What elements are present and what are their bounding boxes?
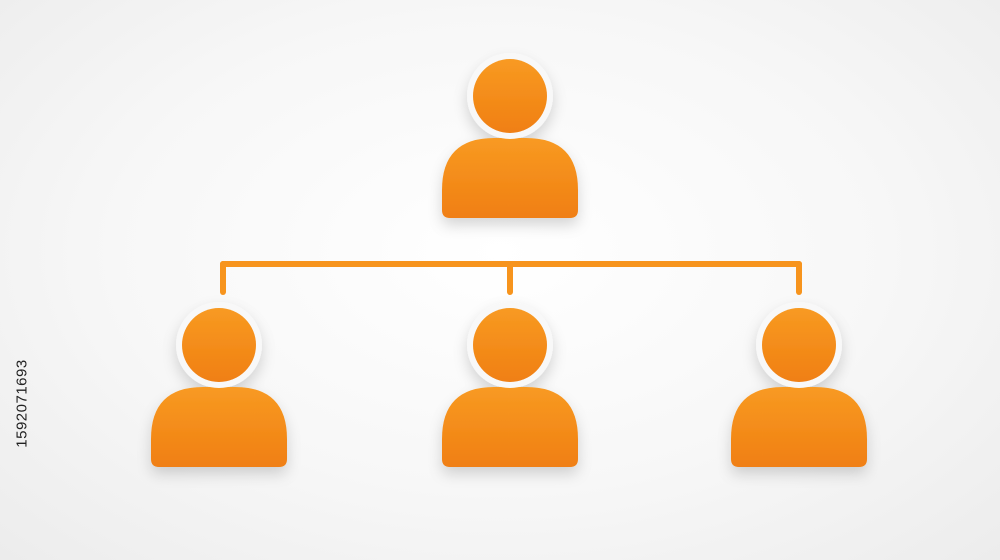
person-icon-root	[442, 53, 578, 218]
stock-id-text: 1592071693	[13, 358, 31, 448]
person-icon-child-left	[151, 302, 287, 467]
people-group	[151, 53, 867, 467]
person-icon-root-body	[442, 138, 578, 218]
person-icon-child-center	[442, 302, 578, 467]
stock-id-watermark: 1592071693	[8, 318, 36, 488]
person-icon-child-center-head	[473, 308, 547, 382]
person-icon-child-left-body	[151, 387, 287, 467]
person-icon-child-right-body	[731, 387, 867, 467]
person-icon-child-right	[731, 302, 867, 467]
person-icon-child-left-head	[182, 308, 256, 382]
person-icon-child-right-head	[762, 308, 836, 382]
person-icon-child-center-body	[442, 387, 578, 467]
person-icon-root-head	[473, 59, 547, 133]
connector-lines	[220, 261, 802, 295]
